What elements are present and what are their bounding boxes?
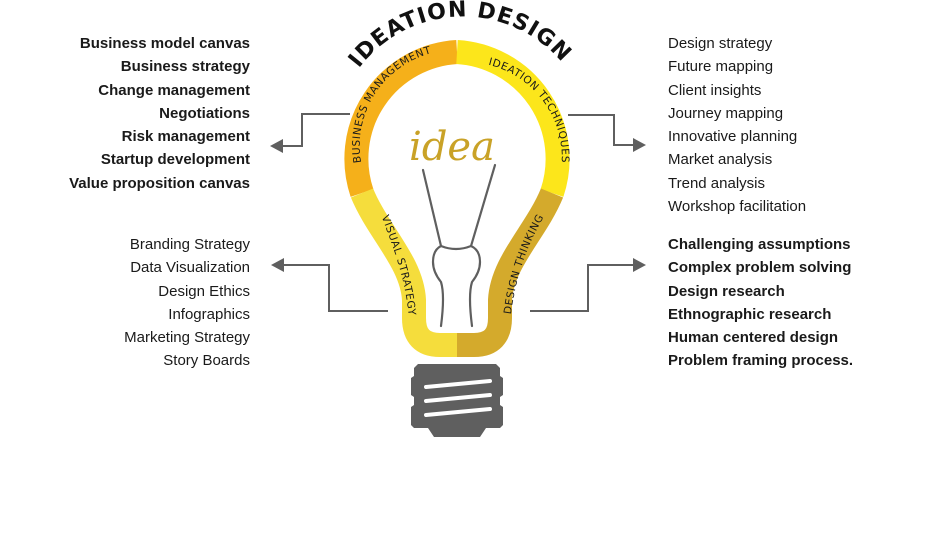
list-item: Marketing Strategy bbox=[124, 329, 250, 347]
bulb-band bbox=[344, 40, 570, 357]
list-item: Branding Strategy bbox=[129, 236, 250, 253]
list-item: Startup development bbox=[100, 151, 250, 169]
list-item: Data Visualization bbox=[130, 259, 250, 277]
design-thinking-list: Challenging assumptions Complex problem … bbox=[668, 233, 853, 373]
list-item: Client insights bbox=[668, 81, 762, 99]
connector-design-thinking bbox=[530, 264, 634, 312]
list-item: Complex problem solving bbox=[668, 259, 852, 277]
list-item: Risk management bbox=[121, 128, 250, 146]
list-item: Human centered design bbox=[668, 329, 839, 347]
business-management-list: Business model canvas Business strategy … bbox=[69, 32, 250, 195]
list-item: Design research bbox=[668, 282, 785, 300]
list-item: Innovative planning bbox=[668, 128, 798, 146]
idea-script: idea bbox=[409, 124, 495, 170]
filament-icon bbox=[421, 163, 497, 328]
list-item: Infographics bbox=[168, 305, 250, 323]
arrow-left-icon bbox=[271, 258, 284, 272]
list-item: Business strategy bbox=[120, 58, 250, 76]
list-item: Business model canvas bbox=[79, 35, 250, 52]
list-item: Trend analysis bbox=[668, 174, 765, 192]
list-item: Ethnographic research bbox=[668, 305, 832, 323]
list-item: Design Ethics bbox=[158, 282, 250, 300]
arrow-right-icon bbox=[633, 138, 646, 152]
list-item: Design strategy bbox=[668, 35, 773, 52]
visual-strategy-list: Branding Strategy Data Visualization Des… bbox=[124, 233, 250, 373]
arrow-right-icon bbox=[633, 258, 646, 272]
list-item: Market analysis bbox=[668, 151, 773, 169]
list-item: Story Boards bbox=[163, 352, 250, 370]
list-item: Value proposition canvas bbox=[69, 174, 250, 192]
list-item: Journey mapping bbox=[668, 104, 784, 122]
bulb-base-icon bbox=[411, 364, 503, 437]
connector-business-management bbox=[282, 113, 350, 147]
list-item: Workshop facilitation bbox=[668, 198, 807, 216]
list-item: Future mapping bbox=[668, 58, 774, 76]
list-item: Change management bbox=[98, 81, 250, 99]
list-item: Problem framing process. bbox=[668, 352, 854, 370]
arrow-left-icon bbox=[270, 139, 283, 153]
list-item: Challenging assumptions bbox=[668, 236, 851, 253]
list-item: Negotiations bbox=[159, 104, 250, 122]
ideation-techniques-list: Design strategy Future mapping Client in… bbox=[668, 32, 806, 218]
connector-visual-strategy bbox=[283, 264, 388, 312]
connector-ideation-techniques bbox=[568, 114, 634, 146]
